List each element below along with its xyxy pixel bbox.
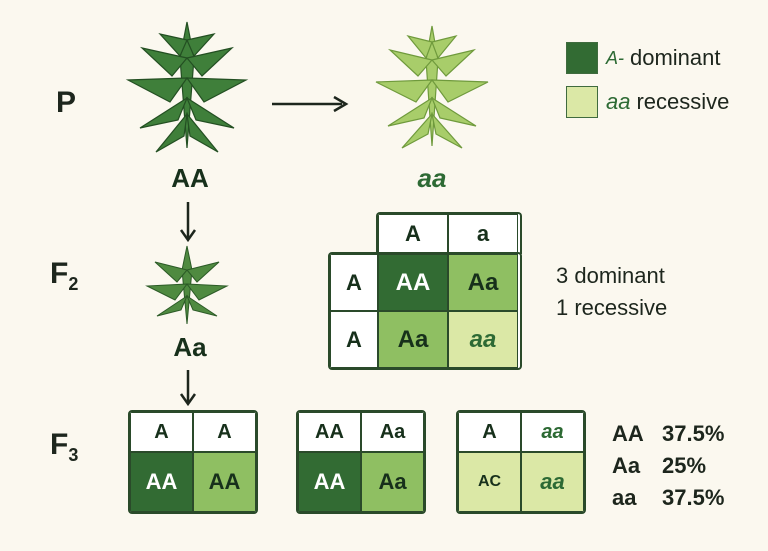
punnett-col-header: A bbox=[378, 214, 448, 254]
legend-prefix: A- bbox=[606, 47, 624, 68]
f3-cell: Aa bbox=[361, 452, 424, 512]
dominant-swatch bbox=[566, 42, 598, 74]
pct-value: 25% bbox=[662, 453, 707, 478]
f3-cell: AA bbox=[193, 452, 256, 512]
punnett-col-headers: A a bbox=[376, 212, 522, 254]
punnett-cell: aa bbox=[448, 311, 518, 368]
f3-percentages: AA 37.5% Aa 25% aa 37.5% bbox=[612, 418, 724, 514]
f3-header: Aa bbox=[361, 412, 424, 452]
f3-header: A bbox=[193, 412, 256, 452]
punnett-cell: Aa bbox=[448, 254, 518, 311]
legend-label: dominant bbox=[630, 45, 721, 70]
f3-grid-1: A A AA AA bbox=[128, 410, 258, 514]
pct-value: 37.5% bbox=[662, 485, 725, 510]
punnett-body: A AA Aa A Aa aa bbox=[328, 252, 522, 370]
legend-item-dominant: A- dominant bbox=[566, 42, 729, 74]
punnett-square-f2: A a A AA Aa A Aa aa bbox=[328, 212, 522, 370]
generation-label-p: P bbox=[56, 86, 77, 119]
f2-plant-genotype: Aa bbox=[173, 332, 207, 362]
legend: A- dominant aa recessive bbox=[566, 42, 729, 118]
f3-header: AA bbox=[298, 412, 361, 452]
f3-cell: aa bbox=[521, 452, 584, 512]
legend-prefix: aa bbox=[606, 89, 631, 114]
punnett-row-header: A bbox=[330, 311, 378, 368]
pct-row: AA 37.5% bbox=[612, 418, 724, 450]
down-arrow-icon bbox=[179, 370, 197, 407]
f3-grid-2: AA Aa AA Aa bbox=[296, 410, 426, 514]
cross-arrow-icon bbox=[272, 95, 349, 113]
f3-base: F bbox=[50, 428, 69, 461]
f3-cell: AA bbox=[130, 452, 193, 512]
pct-genotype: AA bbox=[612, 421, 644, 446]
pct-value: 37.5% bbox=[662, 421, 725, 446]
f3-cell: AA bbox=[298, 452, 361, 512]
f2-base: F bbox=[50, 257, 69, 290]
punnett-cell: AA bbox=[378, 254, 448, 311]
parent-recessive-genotype: aa bbox=[417, 163, 447, 193]
summary-recessive: 1 recessive bbox=[556, 295, 668, 320]
parent-dominant-genotype: AA bbox=[171, 163, 209, 193]
f3-header: aa bbox=[521, 412, 584, 452]
generation-label-f3: F3 bbox=[50, 428, 78, 466]
dominant-plant-icon bbox=[125, 21, 249, 153]
f3-cell: AC bbox=[458, 452, 521, 512]
down-arrow-icon bbox=[179, 202, 197, 243]
punnett-cell: Aa bbox=[378, 311, 448, 368]
punnett-row-header: A bbox=[330, 254, 378, 311]
legend-item-recessive: aa recessive bbox=[566, 86, 729, 118]
f3-header: A bbox=[130, 412, 193, 452]
f3-header: A bbox=[458, 412, 521, 452]
recessive-swatch bbox=[566, 86, 598, 118]
punnett-col-header: a bbox=[448, 214, 518, 254]
pct-genotype: aa bbox=[612, 485, 637, 510]
recessive-plant-icon bbox=[375, 25, 489, 149]
hybrid-plant-icon bbox=[145, 245, 229, 325]
f2-ratio-summary: 3 dominant 1 recessive bbox=[556, 260, 667, 324]
generation-label-f2: F2 bbox=[50, 257, 78, 295]
pct-row: aa 37.5% bbox=[612, 482, 724, 514]
f3-grid-3: A aa AC aa bbox=[456, 410, 586, 514]
f2-subscript: 2 bbox=[68, 274, 79, 294]
pct-row: Aa 25% bbox=[612, 450, 724, 482]
legend-label: recessive bbox=[636, 89, 730, 114]
summary-dominant: 3 dominant bbox=[556, 263, 665, 288]
pct-genotype: Aa bbox=[612, 453, 641, 478]
f3-subscript: 3 bbox=[68, 445, 79, 465]
